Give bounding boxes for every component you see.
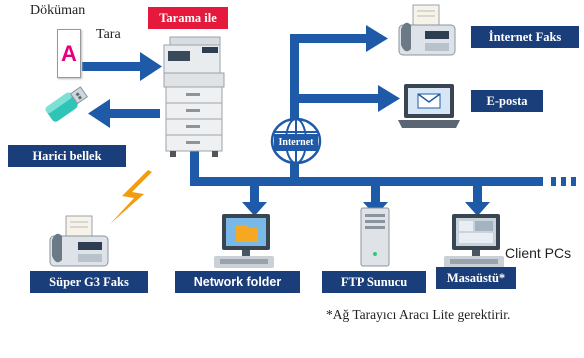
usb-label: Harici bellek bbox=[8, 145, 126, 167]
drop-desktop bbox=[465, 186, 490, 216]
internet-trunk bbox=[290, 34, 299, 186]
network-dash-1 bbox=[551, 177, 556, 186]
drop-network-folder bbox=[242, 186, 267, 216]
document-letter: A bbox=[61, 40, 77, 66]
internet-fax-label: İnternet Faks bbox=[471, 26, 579, 48]
network-folder-label: Network folder bbox=[175, 271, 300, 293]
desktop-pc-icon bbox=[444, 214, 504, 268]
email-label: E-posta bbox=[471, 90, 543, 112]
client-pcs-label: Client PCs bbox=[505, 245, 572, 261]
ftp-label: FTP Sunucu bbox=[322, 271, 426, 293]
document-icon: A bbox=[57, 29, 81, 78]
email-branch bbox=[290, 94, 380, 103]
scan-arrow bbox=[82, 52, 162, 81]
fax-machine-icon bbox=[398, 4, 456, 56]
multifunction-printer-icon bbox=[163, 36, 225, 157]
network-dash-2 bbox=[561, 177, 566, 186]
main-network-line bbox=[190, 177, 543, 186]
fax-branch bbox=[290, 34, 368, 43]
desktop-label: Masaüstü* bbox=[436, 267, 516, 289]
scan-label: Tara bbox=[96, 27, 121, 42]
fax-machine-icon bbox=[49, 215, 109, 267]
footnote: *Ağ Tarayıcı Aracı Lite gerektirir. bbox=[326, 307, 511, 322]
lightning-icon bbox=[110, 170, 152, 224]
network-dash-3 bbox=[571, 177, 576, 186]
fax-label: Süper G3 Faks bbox=[30, 271, 148, 293]
laptop-email-icon bbox=[398, 84, 460, 128]
usb-drive-icon bbox=[45, 86, 88, 122]
internet-label: Internet bbox=[274, 134, 318, 150]
server-tower-icon bbox=[360, 207, 390, 267]
document-label: Döküman bbox=[30, 3, 86, 18]
scan-to-label: Tarama ile bbox=[148, 7, 228, 29]
mfp-drop-line bbox=[190, 150, 199, 186]
desktop-pc-icon bbox=[214, 214, 274, 268]
usb-arrow bbox=[88, 99, 160, 128]
